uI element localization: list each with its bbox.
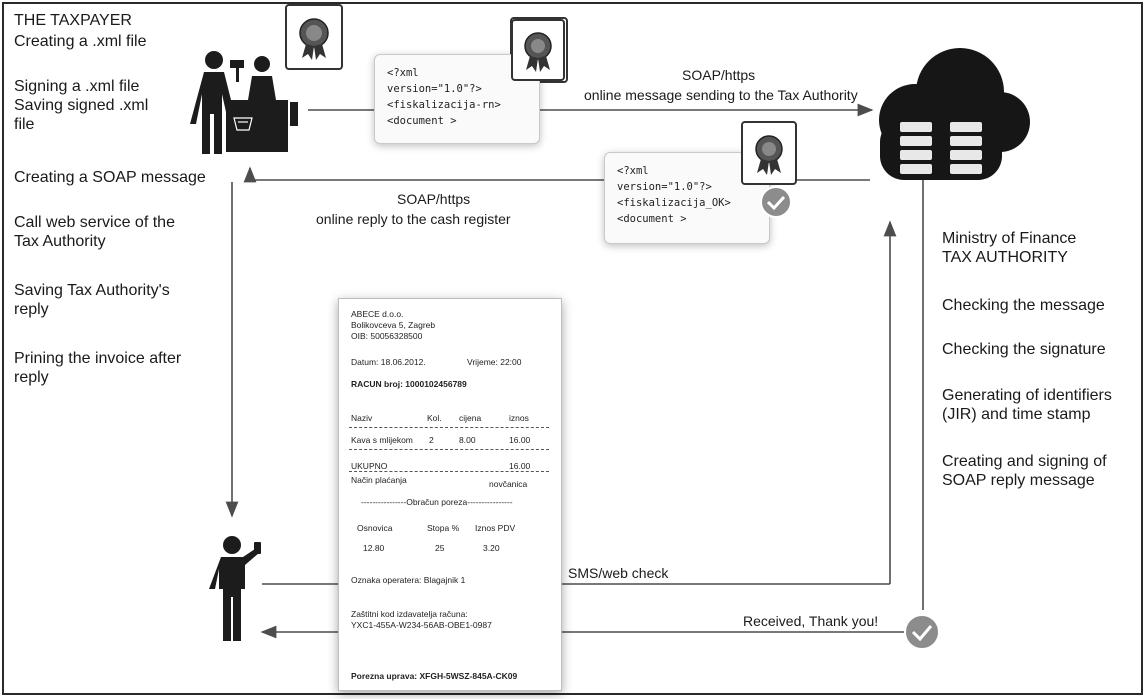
receipt-tax-rate-header: Stopa %	[427, 523, 460, 533]
receipt-total-label: UKUPNO	[351, 461, 388, 471]
authority-step-1: Checking the message	[942, 297, 1105, 314]
code-line: <fiskalizacija-rn>	[387, 99, 501, 111]
divider	[349, 449, 549, 450]
divider	[349, 427, 549, 428]
receipt-company: ABECE d.o.o.	[351, 309, 404, 319]
authority-title: Ministry of Finance TAX AUTHORITY	[942, 230, 1077, 266]
code-line: <document >	[617, 213, 687, 225]
receipt-tax-heading: ----------------Obračun poreza----------…	[361, 497, 513, 507]
receipt-item-qty: 2	[429, 435, 434, 445]
taxpayer-step-1: Creating a .xml file	[14, 33, 147, 50]
code-line: <?xml	[387, 67, 419, 79]
receipt-invoice-number: RACUN broj: 1000102456789	[351, 379, 467, 389]
authority-step-2: Checking the signature	[942, 341, 1106, 358]
receipt-total-value: 16.00	[509, 461, 531, 471]
taxpayer-step-5: Saving Tax Authority's reply	[14, 282, 170, 318]
request-desc-label: online message sending to the Tax Author…	[584, 87, 858, 103]
taxpayer-step-2: Signing a .xml file Saving signed .xml f…	[14, 78, 149, 133]
receipt-protect-code: YXC1-455A-W234-56AB-OBE1-0987	[351, 620, 492, 630]
code-line: <fiskalizacija_OK>	[617, 197, 731, 209]
receipt-col-price: cijena	[459, 413, 482, 423]
server-rack-icon	[900, 122, 982, 174]
receipt-tax-base-value: 12.80	[363, 543, 385, 553]
taxpayer-step-4: Call web service of the Tax Authority	[14, 214, 175, 250]
receipt-date: Datum: 18.06.2012.	[351, 357, 426, 367]
code-line: <document >	[387, 115, 457, 127]
sms-check-label: SMS/web check	[568, 565, 669, 581]
receipt-tax-rate-value: 25	[435, 543, 445, 553]
receipt-time: Vrijeme: 22:00	[467, 357, 522, 367]
authority-step-4: Creating and signing of SOAP reply messa…	[942, 453, 1107, 489]
request-protocol-label: SOAP/https	[682, 67, 756, 83]
invoice-receipt: ABECE d.o.o. Bolikovceva 5, Zagreb OIB: …	[338, 298, 562, 691]
received-label: Received, Thank you!	[743, 613, 879, 629]
receipt-oib: OIB: 50056328500	[351, 331, 423, 341]
taxpayer-step-6: Prining the invoice after reply	[14, 350, 182, 386]
receipt-tax-amount-header: Iznos PDV	[475, 523, 516, 533]
code-line: version="1.0"?>	[387, 83, 482, 95]
receipt-col-name: Naziv	[351, 413, 373, 423]
reply-protocol-label: SOAP/https	[397, 191, 471, 207]
receipt-tax-base-header: Osnovica	[357, 523, 393, 533]
receipt-col-qty: Kol.	[427, 413, 442, 423]
reply-desc-label: online reply to the cash register	[316, 211, 511, 227]
divider	[349, 471, 549, 472]
code-line: version="1.0"?>	[617, 181, 712, 193]
receipt-tax-amount-value: 3.20	[483, 543, 500, 553]
check-badge-icon	[760, 186, 792, 218]
authority-step-3: Generating of identifiers (JIR) and time…	[942, 387, 1112, 423]
taxpayer-step-3: Creating a SOAP message	[14, 169, 206, 186]
receipt-operator: Oznaka operatera: Blagajnik 1	[351, 575, 466, 585]
receipt-payment-label: Način plaćanja	[351, 475, 407, 485]
receipt-col-amount: iznos	[509, 413, 529, 423]
receipt-address: Bolikovceva 5, Zagreb	[351, 320, 436, 330]
certificate-icon	[285, 4, 343, 70]
taxpayer-title: THE TAXPAYER	[14, 12, 132, 29]
receipt-item-name: Kava s mlijekom	[351, 435, 413, 445]
receipt-protect-label: Zaštitni kod izdavatelja računa:	[351, 609, 468, 619]
receipt-jir: Porezna uprava: XFGH-5WSZ-845A-CK09	[351, 671, 518, 681]
code-line: <?xml	[617, 165, 649, 177]
receipt-payment-value: novčanica	[489, 479, 528, 489]
receipt-item-price: 8.00	[459, 435, 476, 445]
receipt-item-amount: 16.00	[509, 435, 531, 445]
